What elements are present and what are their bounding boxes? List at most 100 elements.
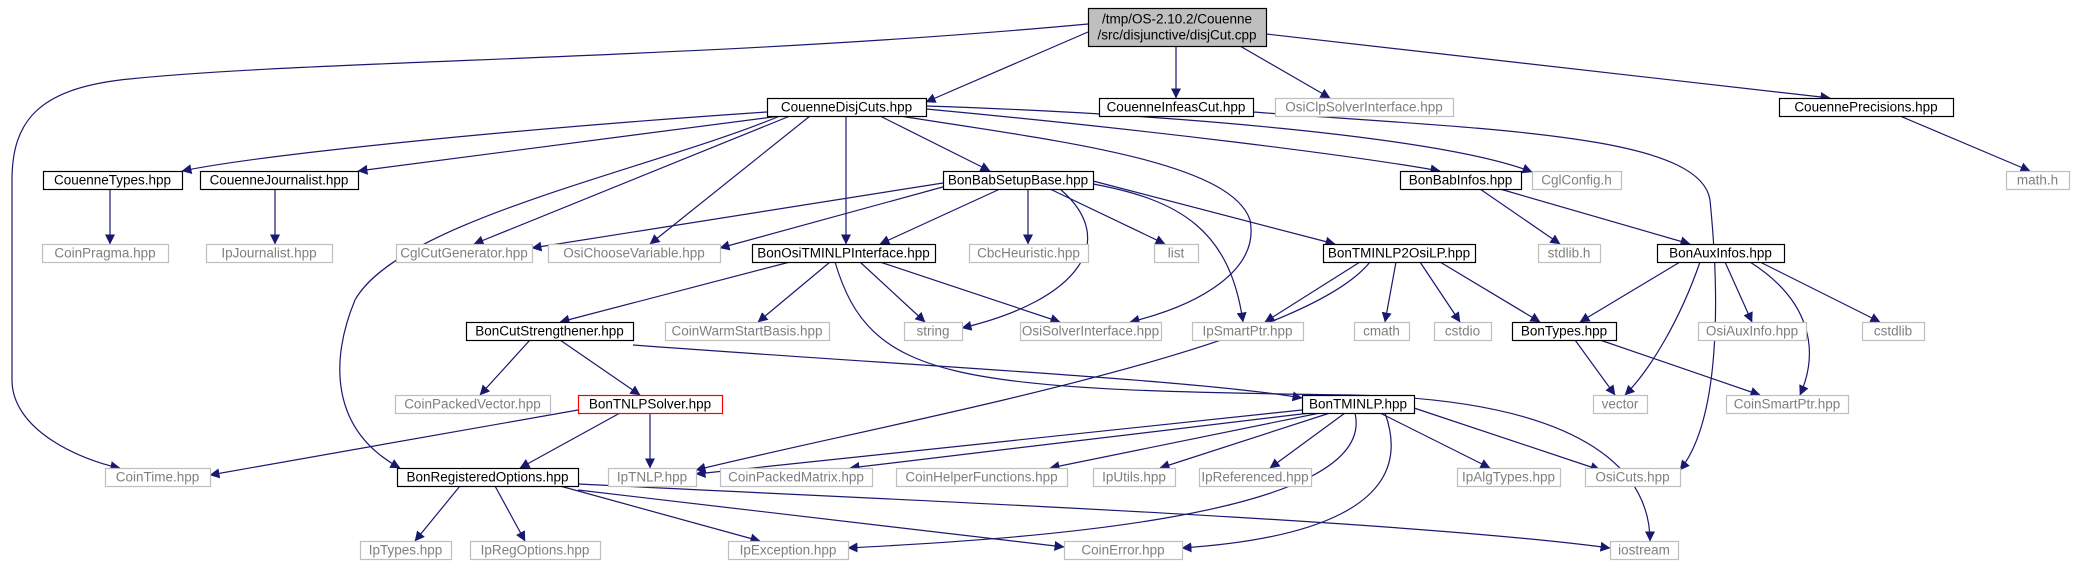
node-label: list: [1168, 246, 1185, 261]
node-bonTypes[interactable]: BonTypes.hpp: [1511, 321, 1618, 342]
node-bonOsiTMINLPInterface[interactable]: BonOsiTMINLPInterface.hpp: [751, 243, 937, 264]
node-coinHelperFunctions: CoinHelperFunctions.hpp: [895, 467, 1069, 488]
edge-couenneDisjCuts-to-osiChooseVariable: [649, 115, 811, 245]
node-box: [42, 170, 184, 191]
node-box: [469, 540, 602, 561]
node-coinPackedMatrix: CoinPackedMatrix.hpp: [719, 467, 874, 488]
node-iostream: iostream: [1609, 540, 1680, 561]
edge-couenneInfeasCut-to-osiCuts: [1252, 111, 1717, 471]
node-couenneTypes[interactable]: CouenneTypes.hpp: [42, 170, 184, 191]
node-couenneDisjCuts[interactable]: CouenneDisjCuts.hpp: [766, 97, 928, 118]
node-box: [359, 540, 453, 561]
node-label: /src/disjunctive/disjCut.cpp: [1097, 28, 1256, 43]
node-couennePrecisions[interactable]: CouennePrecisions.hpp: [1778, 97, 1955, 118]
node-bonTMINLP2OsiLP[interactable]: BonTMINLP2OsiLP.hpp: [1322, 243, 1477, 264]
node-label: stdlib.h: [1548, 246, 1591, 261]
node-box: [577, 394, 724, 415]
edge-bonTNLPSolver-to-bonRegisteredOptions: [519, 412, 621, 469]
edge-bonBabSetupBase-to-osiChooseVariable: [719, 184, 951, 251]
edge-bonTMINLP-to-ipAlgTypes: [1379, 412, 1491, 469]
node-label: cstdlib: [1874, 324, 1912, 339]
node-box: [1778, 97, 1955, 118]
edge-bonTMINLP-to-ipUtils: [1159, 412, 1331, 470]
node-label: OsiCuts.hpp: [1595, 470, 1669, 485]
file-nodes: /tmp/OS-2.10.2/Couenne/src/disjunctive/d…: [41, 7, 2071, 561]
node-box: [942, 170, 1095, 191]
node-bonRegisteredOptions[interactable]: BonRegisteredOptions.hpp: [396, 467, 580, 488]
edge-bonTMINLP-to-coinError: [1181, 412, 1392, 553]
node-box: [41, 243, 170, 264]
node-couenneInfeasCut[interactable]: CouenneInfeasCut.hpp: [1098, 97, 1255, 118]
edge-bonCutStrengthener-to-bonTMINLP: [632, 344, 1303, 402]
node-bonCutStrengthener[interactable]: BonCutStrengthener.hpp: [465, 321, 635, 342]
node-osiAuxInfo: OsiAuxInfo.hpp: [1697, 321, 1808, 342]
include-edges: [11, 23, 2031, 553]
node-box: [1697, 321, 1808, 342]
node-label: cstdio: [1445, 324, 1480, 339]
node-osiClpSolverInterface: OsiClpSolverInterface.hpp: [1274, 97, 1455, 118]
edge-bonBabSetupBase-to-list: [1049, 188, 1166, 245]
node-label: BonBabInfos.hpp: [1409, 173, 1513, 188]
node-bonAuxInfos[interactable]: BonAuxInfos.hpp: [1656, 243, 1786, 264]
edge-bonRegisteredOptions-to-coinError: [577, 489, 1065, 551]
edge-bonBabSetupBase-to-bonTMINLP2OsiLP: [1092, 180, 1336, 247]
node-label: CoinWarmStartBasis.hpp: [671, 324, 822, 339]
edge-bonOsiTMINLPInterface-to-coinWarmStartBasis: [757, 261, 831, 323]
node-box: [396, 467, 580, 488]
node-box: [1609, 540, 1680, 561]
edge-root-to-coinTime: [11, 23, 1089, 472]
node-box: [1725, 394, 1850, 415]
node-label: CouenneJournalist.hpp: [210, 173, 349, 188]
edge-couenneDisjCuts-to-cglCutGenerator: [473, 115, 791, 246]
edge-bonTMINLP2OsiLP-to-ipSmartPtr: [1264, 261, 1361, 323]
node-ipReferenced: IpReferenced.hpp: [1198, 467, 1313, 488]
node-bonBabSetupBase[interactable]: BonBabSetupBase.hpp: [942, 170, 1095, 191]
node-string: string: [903, 321, 964, 342]
edge-bonBabSetupBase-to-bonOsiTMINLPInterface: [879, 188, 1001, 245]
edge-bonAuxInfos-to-osiAuxInfo: [1724, 261, 1753, 323]
node-label: cmath: [1363, 324, 1400, 339]
edge-bonAuxInfos-to-vector: [1624, 261, 1701, 396]
edge-bonOsiTMINLPInterface-to-bonCutStrengthener: [559, 261, 791, 325]
edge-bonTNLPSolver-to-coinTime: [209, 409, 579, 479]
node-cstdlib: cstdlib: [1861, 321, 1926, 342]
node-label: BonAuxInfos.hpp: [1669, 246, 1772, 261]
node-ipAlgTypes: IpAlgTypes.hpp: [1456, 467, 1562, 488]
node-box: [1433, 321, 1493, 342]
node-label: BonOsiTMINLPInterface.hpp: [757, 246, 930, 261]
node-bonBabInfos[interactable]: BonBabInfos.hpp: [1399, 170, 1523, 191]
node-vector: vector: [1592, 394, 1649, 415]
node-label: string: [916, 324, 949, 339]
node-label: BonTNLPSolver.hpp: [589, 397, 711, 412]
node-ipJournalist: IpJournalist.hpp: [205, 243, 334, 264]
edge-bonAuxInfos-to-cstdlib: [1759, 261, 1881, 323]
node-label: CbcHeuristic.hpp: [977, 246, 1080, 261]
node-box: [1092, 467, 1177, 488]
node-ipRegOptions: IpRegOptions.hpp: [469, 540, 602, 561]
node-label: BonTMINLP2OsiLP.hpp: [1328, 246, 1470, 261]
node-box: [1198, 467, 1313, 488]
node-label: CoinHelperFunctions.hpp: [905, 470, 1057, 485]
edge-couenneDisjCuts-to-couenneJournalist: [357, 115, 781, 175]
node-osiSolverInterface: OsiSolverInterface.hpp: [1019, 321, 1163, 342]
edge-root-to-couennePrecisions: [1265, 33, 1831, 102]
node-box: [547, 243, 722, 264]
node-box: [607, 467, 698, 488]
node-label: /tmp/OS-2.10.2/Couenne: [1102, 12, 1252, 27]
node-couenneJournalist[interactable]: CouenneJournalist.hpp: [199, 170, 360, 191]
edge-root-to-couenneDisjCuts: [925, 31, 1089, 103]
node-osiCuts: OsiCuts.hpp: [1584, 467, 1682, 488]
node-coinWarmStartBasis: CoinWarmStartBasis.hpp: [664, 321, 831, 342]
node-box: [1191, 321, 1305, 342]
edge-bonRegisteredOptions-to-ipTypes: [414, 485, 461, 542]
edge-bonRegisteredOptions-to-ipRegOptions: [494, 485, 526, 542]
node-label: IpRegOptions.hpp: [481, 543, 590, 558]
edge-bonTMINLP2OsiLP-to-ipTNLP: [695, 261, 1371, 473]
node-bonTNLPSolver[interactable]: BonTNLPSolver.hpp: [577, 394, 724, 415]
node-coinPragma: CoinPragma.hpp: [41, 243, 170, 264]
edge-bonBabSetupBase-to-cglCutGenerator: [531, 182, 944, 252]
node-box: [1537, 243, 1602, 264]
node-mathH: math.h: [2005, 170, 2071, 191]
node-bonTMINLP[interactable]: BonTMINLP.hpp: [1301, 394, 1416, 415]
edge-bonTMINLP-to-ipException: [847, 412, 1357, 553]
